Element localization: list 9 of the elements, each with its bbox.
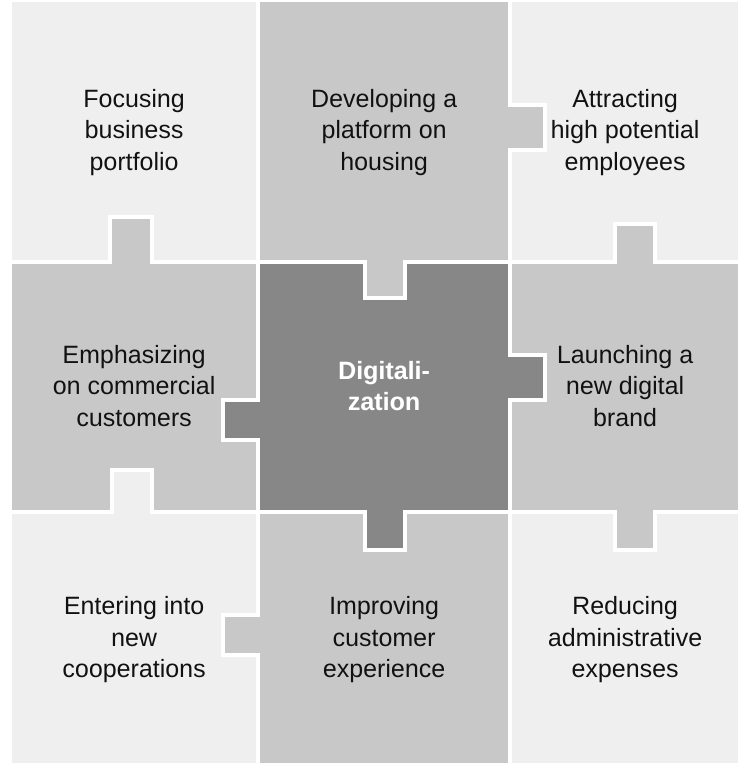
piece-label: Developing a platform on housing: [310, 84, 458, 178]
piece-label: Attracting high potential employees: [550, 84, 700, 178]
piece-label: Launching a new digital brand: [556, 340, 694, 434]
piece-label: Focusing business portfolio: [82, 84, 186, 178]
piece-label: Improving customer experience: [322, 591, 446, 686]
piece-label: Emphasizing on commercial customers: [52, 340, 216, 434]
piece-label: Entering into new cooperations: [61, 591, 207, 686]
piece-label: Reducing administrative expenses: [546, 591, 704, 686]
piece-label: Digitali- zation: [337, 356, 431, 418]
